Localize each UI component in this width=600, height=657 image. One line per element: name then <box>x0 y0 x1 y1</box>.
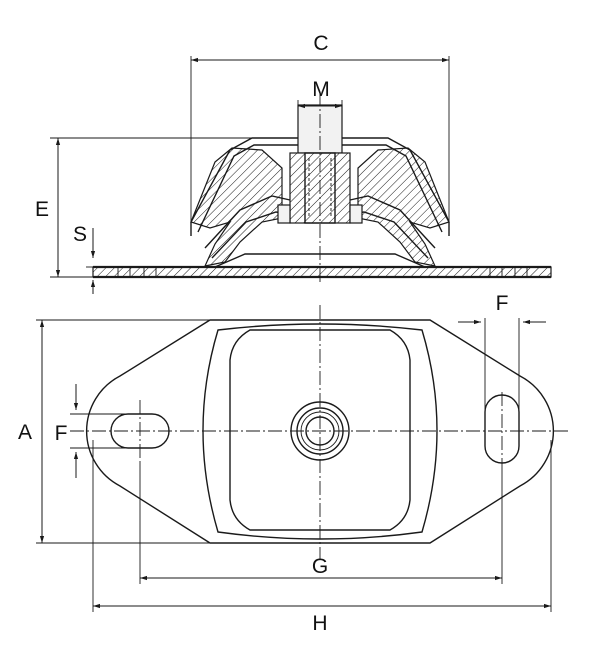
label-g: G <box>312 555 328 578</box>
mount-slot-left <box>110 413 170 449</box>
inner-boss-outline <box>229 329 411 531</box>
label-e: E <box>35 198 49 221</box>
rubber-body-left <box>190 147 283 267</box>
flange-outline <box>86 319 554 544</box>
label-h: H <box>312 612 327 635</box>
label-s: S <box>73 223 87 246</box>
label-f-left: F <box>55 422 68 445</box>
base-plate <box>92 253 552 279</box>
label-c: C <box>313 32 328 55</box>
label-a: A <box>18 421 32 444</box>
housing-outline <box>202 323 438 540</box>
side-view: C M E S <box>35 32 552 294</box>
top-view: A F F G H <box>18 292 570 635</box>
rubber-body-right <box>357 147 450 267</box>
mount-slot-right <box>484 394 520 464</box>
label-m: M <box>312 78 330 101</box>
label-f-top: F <box>496 292 509 315</box>
